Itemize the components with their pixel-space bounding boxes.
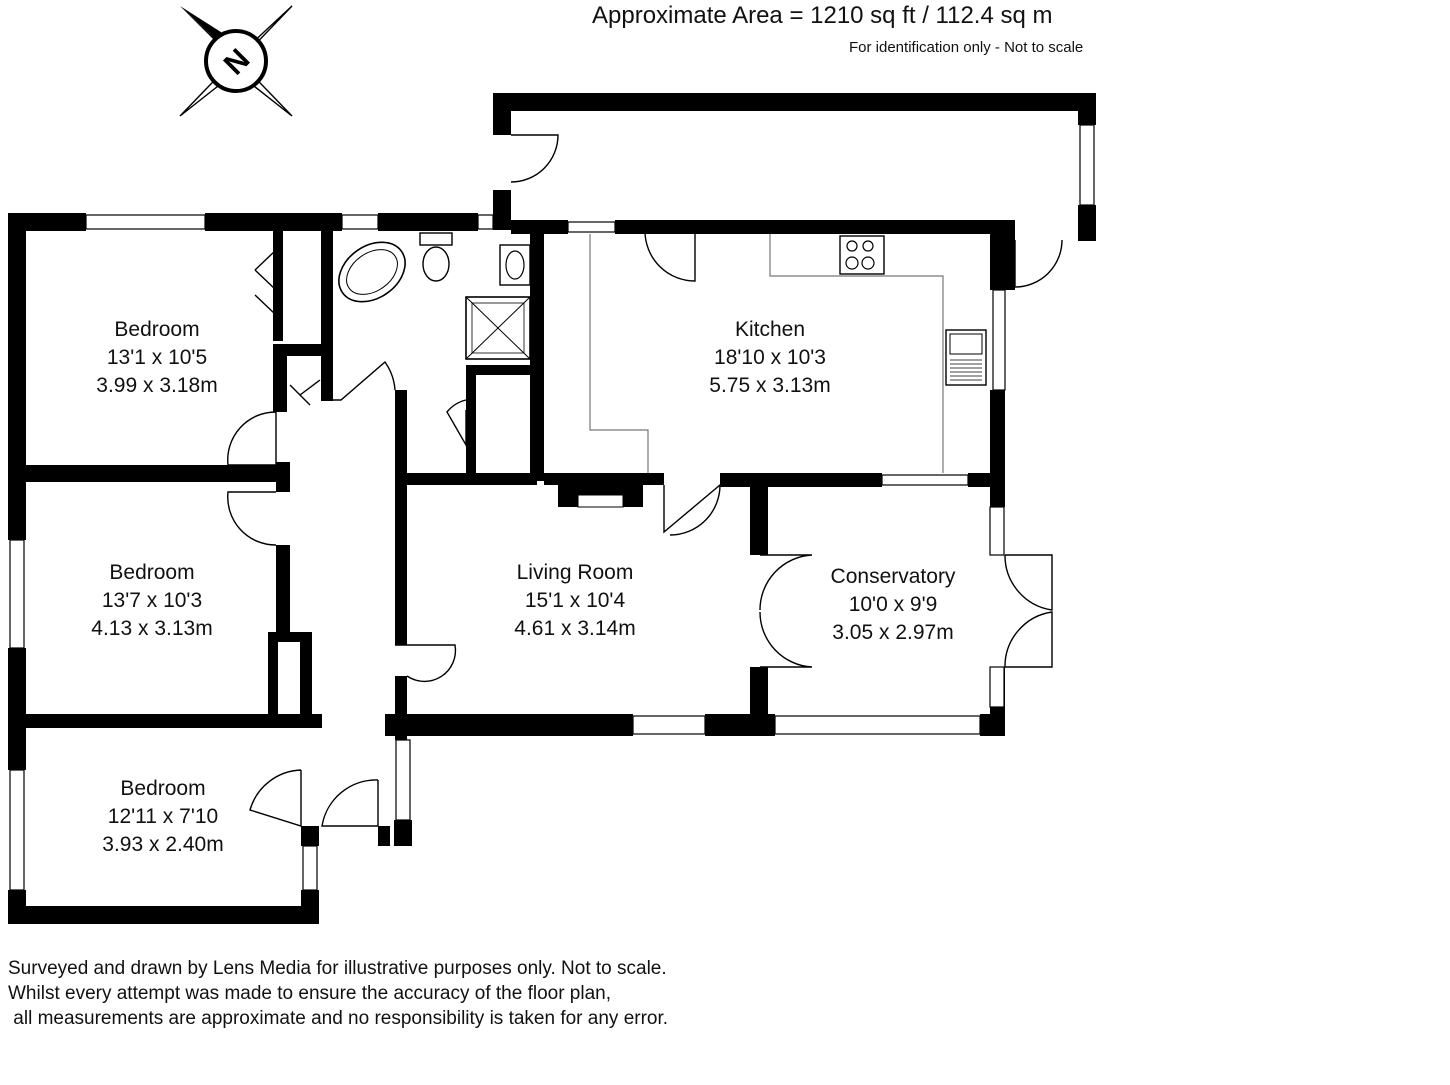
room-size-metric: 4.13 x 3.13m: [91, 617, 213, 640]
shower-icon: [465, 296, 531, 360]
identification-note: For identification only - Not to scale: [849, 39, 1084, 56]
room-size-imperial: 12'11 x 7'10: [107, 805, 219, 828]
doors: [227, 134, 1063, 827]
north-compass-icon: N: [179, 5, 293, 117]
room-name: Bedroom: [120, 777, 206, 800]
toilet-icon: [419, 232, 453, 282]
kitchen-worktop: [589, 234, 944, 473]
room-size-imperial: 13'7 x 10'3: [101, 589, 203, 612]
room-name: Bedroom: [109, 561, 195, 584]
room-label-bedroom-1: Bedroom 13'1 x 10'5 3.99 x 3.18m: [96, 316, 217, 400]
room-size-imperial: 15'1 x 10'4: [524, 589, 626, 612]
sink-icon: [945, 329, 987, 386]
room-label-living-room: Living Room 15'1 x 10'4 4.61 x 3.14m: [514, 559, 635, 643]
room-name: Conservatory: [830, 565, 956, 588]
disclaimer-line: all measurements are approximate and no …: [8, 1008, 669, 1029]
room-label-bedroom-3: Bedroom 12'11 x 7'10 3.93 x 2.40m: [102, 775, 223, 859]
room-size-metric: 3.99 x 3.18m: [96, 374, 218, 397]
windows: [9, 124, 1095, 891]
disclaimer-line: Surveyed and drawn by Lens Media for ill…: [8, 958, 667, 979]
disclaimer-line: Whilst every attempt was made to ensure …: [8, 983, 612, 1004]
room-size-imperial: 13'1 x 10'5: [106, 346, 208, 369]
basin-icon: [499, 244, 531, 286]
room-name: Bedroom: [114, 318, 200, 341]
room-label-kitchen: Kitchen 18'10 x 10'3 5.75 x 3.13m: [709, 316, 830, 400]
room-label-conservatory: Conservatory 10'0 x 9'9 3.05 x 2.97m: [831, 563, 956, 647]
room-name: Living Room: [516, 561, 634, 584]
room-size-metric: 4.61 x 3.14m: [514, 617, 636, 640]
fireplace-icon: [577, 494, 624, 508]
disclaimer: Surveyed and drawn by Lens Media for ill…: [8, 956, 668, 1031]
hob-icon: [839, 235, 885, 275]
room-size-metric: 5.75 x 3.13m: [709, 374, 831, 397]
room-size-metric: 3.93 x 2.40m: [102, 833, 224, 856]
room-label-bedroom-2: Bedroom 13'7 x 10'3 4.13 x 3.13m: [91, 559, 212, 643]
walls: [8, 93, 1096, 924]
room-size-metric: 3.05 x 2.97m: [832, 621, 954, 644]
approximate-area: Approximate Area = 1210 sq ft / 112.4 sq…: [592, 2, 1053, 29]
room-name: Kitchen: [734, 318, 806, 341]
room-size-imperial: 18'10 x 10'3: [714, 346, 826, 369]
room-size-imperial: 10'0 x 9'9: [848, 593, 938, 616]
bath-icon: [338, 241, 406, 303]
